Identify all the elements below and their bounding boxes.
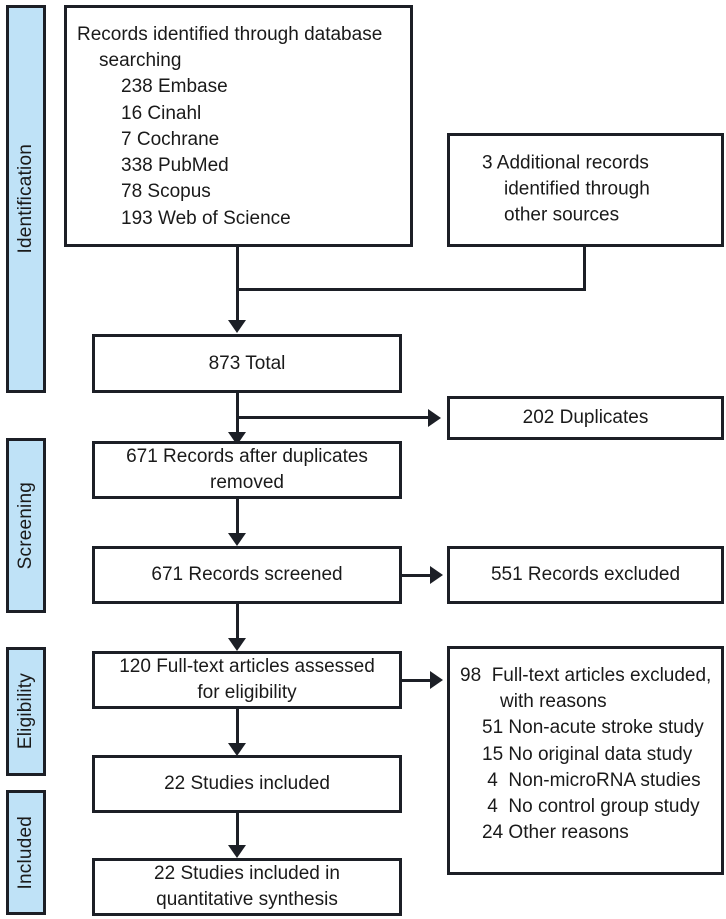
connector-line-other-down [583, 247, 586, 291]
stage-label-identification: Identification [15, 144, 36, 254]
database-source-web-of-science: 193 Web of Science [121, 207, 291, 229]
other-sources-line3: other sources [504, 205, 620, 227]
quantitative-synthesis-line1: 22 Studies included in [154, 862, 340, 884]
box-records-screened: 671 Records screened [92, 546, 402, 604]
connector-line-studies-down [236, 813, 239, 849]
arrow-screened-to-excluded-icon [430, 566, 443, 584]
connector-line-screened-down [236, 604, 239, 642]
database-source-pubmed: 338 PubMed [121, 155, 229, 177]
box-total-records: 873 Total [92, 334, 402, 393]
box-duplicates: 202 Duplicates [447, 396, 724, 440]
box-records-identified-database: Records identified through database sear… [64, 5, 413, 247]
connector-line-database-down [236, 247, 239, 291]
fulltext-assessed-line2: for eligibility [197, 682, 297, 703]
arrow-to-screened-icon [228, 533, 246, 546]
quantitative-synthesis-line2: quantitative synthesis [156, 889, 338, 910]
box-fulltext-assessed: 120 Full-text articles assessed for elig… [92, 651, 402, 709]
database-source-embase: 238 Embase [121, 76, 228, 98]
arrow-to-studies-included-icon [228, 743, 246, 756]
records-excluded-text: 551 Records excluded [490, 563, 681, 585]
records-screened-text: 671 Records screened [151, 563, 343, 585]
box-fulltext-excluded-reasons: 98 Full-text articles excluded, with rea… [447, 646, 724, 875]
exclusion-reason-non-microrna: 4 Non-microRNA studies [482, 769, 701, 791]
stage-bar-included: Included [6, 790, 46, 915]
after-duplicates-line1: 671 Records after duplicates [126, 445, 368, 467]
other-sources-line1: 3 Additional records [482, 152, 649, 174]
arrow-to-quantitative-synthesis-icon [228, 845, 246, 858]
connector-line-total-down [236, 393, 239, 446]
exclusion-reason-other: 24 Other reasons [482, 822, 629, 844]
total-records-text: 873 Total [208, 352, 286, 374]
arrow-assessed-to-fulltext-excluded-icon [430, 671, 443, 689]
connector-line-assessed-to-fulltext-excluded [402, 679, 432, 682]
other-sources-line2: identified through [504, 178, 650, 200]
connector-line-total-to-duplicates [236, 416, 429, 419]
database-source-cochrane: 7 Cochrane [121, 128, 220, 150]
exclusion-reason-non-acute-stroke: 51 Non-acute stroke study [482, 717, 704, 739]
fulltext-excluded-headline: 98 Full-text articles excluded, [460, 665, 712, 686]
connector-line-after-duplicates-down [236, 499, 239, 537]
stage-label-screening: Screening [15, 481, 36, 570]
stage-bar-screening: Screening [6, 438, 46, 613]
after-duplicates-line2: removed [210, 472, 284, 493]
box-quantitative-synthesis: 22 Studies included in quantitative synt… [92, 858, 402, 916]
stage-bar-eligibility: Eligibility [6, 647, 46, 776]
connector-line-screened-to-excluded [402, 574, 432, 577]
arrow-to-fulltext-icon [228, 638, 246, 651]
fulltext-assessed-line1: 120 Full-text articles assessed [119, 655, 375, 677]
stage-label-included: Included [15, 815, 36, 890]
database-search-title-line1: Records identified through database [77, 24, 383, 45]
exclusion-reason-no-original-data: 15 No original data study [482, 743, 693, 765]
duplicates-text: 202 Duplicates [522, 406, 649, 428]
connector-line-merge-to-total [236, 288, 239, 322]
database-source-cinahl: 16 Cinahl [121, 102, 202, 124]
arrow-total-to-duplicates-icon [428, 409, 441, 427]
connector-line-assessed-down [236, 709, 239, 747]
box-studies-included: 22 Studies included [92, 755, 402, 813]
box-records-after-duplicates: 671 Records after duplicates removed [92, 441, 402, 499]
arrow-merge-to-total-icon [228, 320, 246, 333]
stage-bar-identification: Identification [6, 5, 46, 393]
studies-included-text: 22 Studies included [164, 772, 330, 794]
fulltext-excluded-headline-line2: with reasons [500, 691, 607, 713]
exclusion-reason-no-control-group: 4 No control group study [482, 796, 700, 818]
stage-label-eligibility: Eligibility [15, 673, 36, 750]
connector-line-merge-horizontal [236, 288, 586, 291]
box-additional-records-other-sources: 3 Additional records identified through … [447, 133, 724, 247]
box-records-excluded: 551 Records excluded [447, 546, 724, 604]
database-search-title-line2: searching [99, 50, 182, 72]
database-source-scopus: 78 Scopus [121, 181, 211, 203]
